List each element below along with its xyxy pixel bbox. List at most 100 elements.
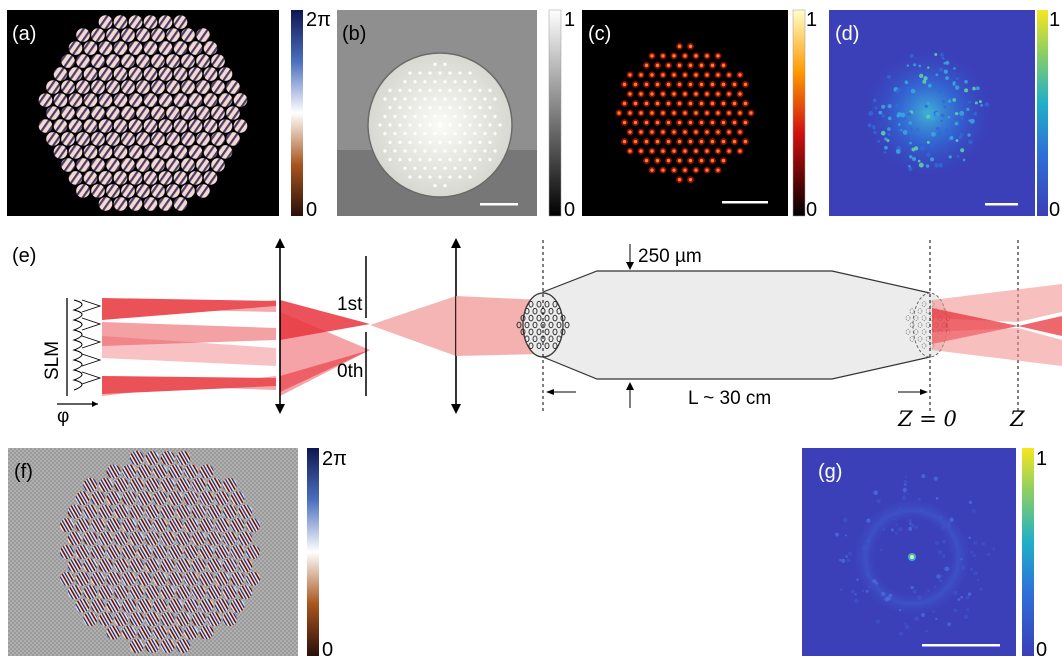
core-spot (655, 120, 660, 125)
core-dot (433, 114, 437, 118)
phase-core (233, 119, 248, 133)
phase-core (166, 28, 180, 42)
speckle-grain (875, 619, 881, 624)
phase-core (222, 504, 237, 519)
core-spot (650, 92, 654, 96)
phase-core (151, 158, 165, 172)
speckle-grain (887, 127, 891, 131)
core-spot (727, 73, 731, 77)
phase-core (199, 571, 214, 586)
speckle-grain (919, 508, 924, 513)
core-dot (478, 123, 482, 127)
core-spot (721, 158, 726, 163)
speckle-grain (898, 608, 902, 612)
core-dot (473, 97, 477, 101)
core-spot (672, 130, 676, 134)
phase-core (91, 132, 105, 146)
phase-core (129, 612, 144, 627)
speckle-grain (910, 523, 915, 528)
core-dot (403, 114, 407, 118)
speckle-grain (902, 487, 907, 493)
phase-core (122, 598, 136, 613)
core-spot (716, 54, 720, 58)
speckle-grain (976, 578, 980, 582)
core-dot (403, 166, 407, 170)
phase-core (246, 545, 260, 559)
phase-core (91, 598, 105, 613)
speckle-grain (971, 508, 976, 513)
zero-order-beam-fan (280, 350, 370, 392)
core-spot (639, 149, 643, 153)
core-dot (453, 97, 457, 101)
core-dot (383, 97, 387, 101)
phase-core (106, 598, 121, 613)
speckle-grain (914, 525, 919, 529)
speckle-grain (886, 139, 890, 143)
core-spot (666, 120, 671, 125)
core-spot (705, 54, 709, 58)
core-dot (428, 175, 432, 179)
core-dot (468, 158, 472, 162)
output-core (913, 315, 919, 322)
phase-core (158, 41, 173, 55)
core-dot (403, 97, 407, 101)
phase-core (83, 612, 98, 627)
speckle-grain (954, 121, 959, 126)
core-dot (398, 140, 402, 144)
speckle-grain (914, 616, 919, 621)
speckle-grain (904, 475, 908, 478)
speckle-grain (887, 133, 891, 137)
core-spot (683, 168, 687, 172)
phase-core (76, 80, 90, 94)
phase-core (53, 119, 68, 133)
speckle-grain (916, 595, 922, 601)
panel-g-cbar-bottom: 0 (1036, 639, 1047, 661)
phase-core (143, 145, 158, 159)
speckle-grain (886, 74, 891, 79)
core-spot (661, 149, 665, 153)
phase-core (151, 80, 165, 94)
core-spot (688, 158, 693, 163)
phase-core (145, 477, 160, 492)
speckle-grain (935, 111, 940, 116)
output-core (921, 315, 927, 322)
speckle-grain (908, 121, 912, 125)
speckle-grain (905, 86, 911, 92)
speckle-grain (919, 73, 924, 78)
speckle-grain (872, 124, 876, 129)
speckle-grain (903, 479, 908, 485)
phase-core (166, 106, 180, 120)
speckle-grain (905, 484, 908, 487)
core-spot (738, 149, 742, 153)
phase-core (75, 518, 90, 533)
phase-core (153, 571, 167, 586)
core-spot (688, 63, 693, 68)
phase-core (166, 158, 180, 172)
phase-core (106, 28, 120, 42)
phase-core (211, 80, 225, 94)
input-core (536, 314, 542, 322)
phase-core (83, 504, 98, 519)
speckle-grain (908, 519, 913, 524)
input-core (536, 342, 542, 350)
phase-core (121, 132, 135, 146)
core-spot (677, 82, 682, 87)
speckle-grain (841, 558, 846, 564)
speckle-grain (884, 137, 888, 141)
speckle-grain (952, 98, 957, 102)
core-spot (644, 158, 649, 163)
speckle-grain (972, 554, 977, 558)
core-dot (413, 97, 417, 101)
speckle-grain (968, 100, 972, 104)
panel-a: (a) 2π 0 (7, 9, 331, 221)
speckle-grain (882, 528, 886, 532)
phase-core (230, 571, 245, 586)
phase-core (238, 531, 253, 546)
phase-core (98, 171, 113, 185)
input-core (528, 328, 534, 336)
core-spot (677, 101, 682, 106)
input-core (524, 321, 530, 329)
core-dot (423, 149, 427, 153)
core-size-bottom-arrowhead (626, 382, 634, 390)
